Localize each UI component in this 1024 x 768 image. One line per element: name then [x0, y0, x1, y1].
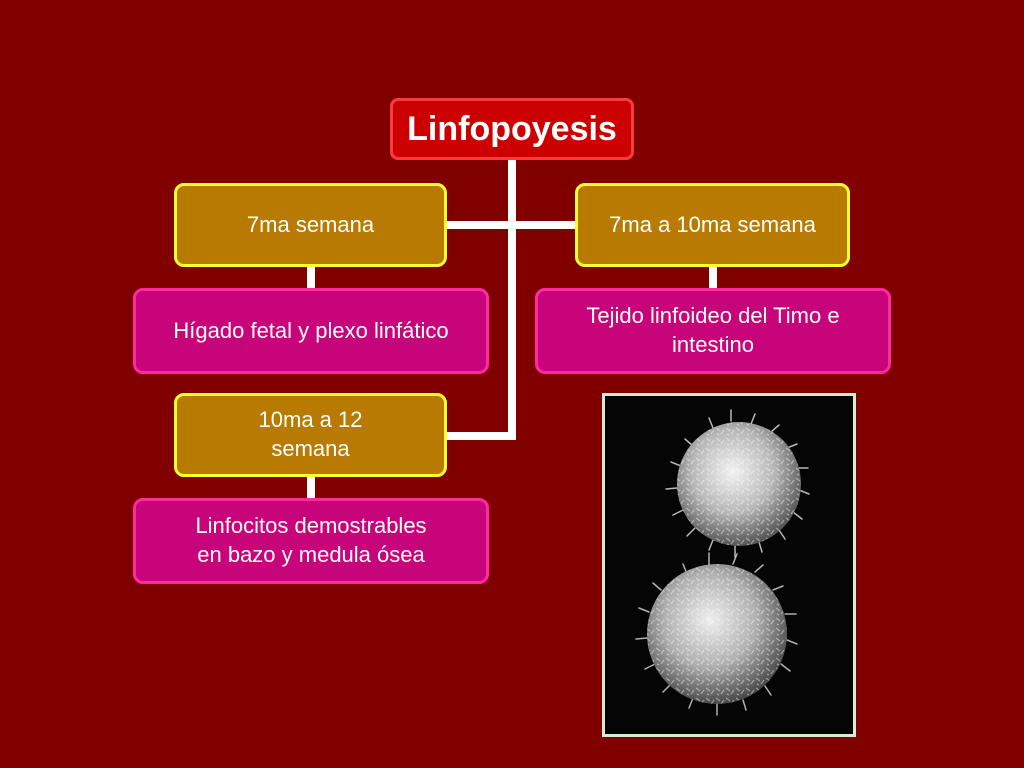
stage-node-label: 10ma a 12 semana: [258, 407, 363, 461]
stage-node-7ma-a-10ma-semana: 7ma a 10ma semana: [575, 183, 850, 267]
stage-node-label: 7ma semana: [246, 211, 375, 237]
detail-node-tejido-linfoideo: Tejido linfoideo del Timo e intestino: [535, 288, 891, 374]
detail-node-label: Tejido linfoideo del Timo e intestino: [586, 303, 840, 357]
lymphocyte-micrograph-icon: [602, 393, 856, 737]
stage-node-10ma-a-12-semana: 10ma a 12 semana: [174, 393, 447, 477]
lower-cell: [635, 552, 798, 716]
stage-node-7ma-semana: 7ma semana: [174, 183, 447, 267]
connector-root-trunk: [447, 160, 516, 440]
stage-node-label: 7ma a 10ma semana: [609, 211, 816, 237]
root-node-label: Linfopoyesis: [407, 109, 617, 148]
root-node-linfopoyesis: Linfopoyesis: [390, 98, 634, 160]
detail-node-label: Linfocitos demostrables en bazo y medula…: [195, 513, 427, 567]
detail-node-higado-fetal: Hígado fetal y plexo linfático: [133, 288, 489, 374]
detail-node-label: Hígado fetal y plexo linfático: [173, 317, 449, 343]
upper-cell: [665, 409, 810, 558]
detail-node-linfocitos-bazo: Linfocitos demostrables en bazo y medula…: [133, 498, 489, 584]
